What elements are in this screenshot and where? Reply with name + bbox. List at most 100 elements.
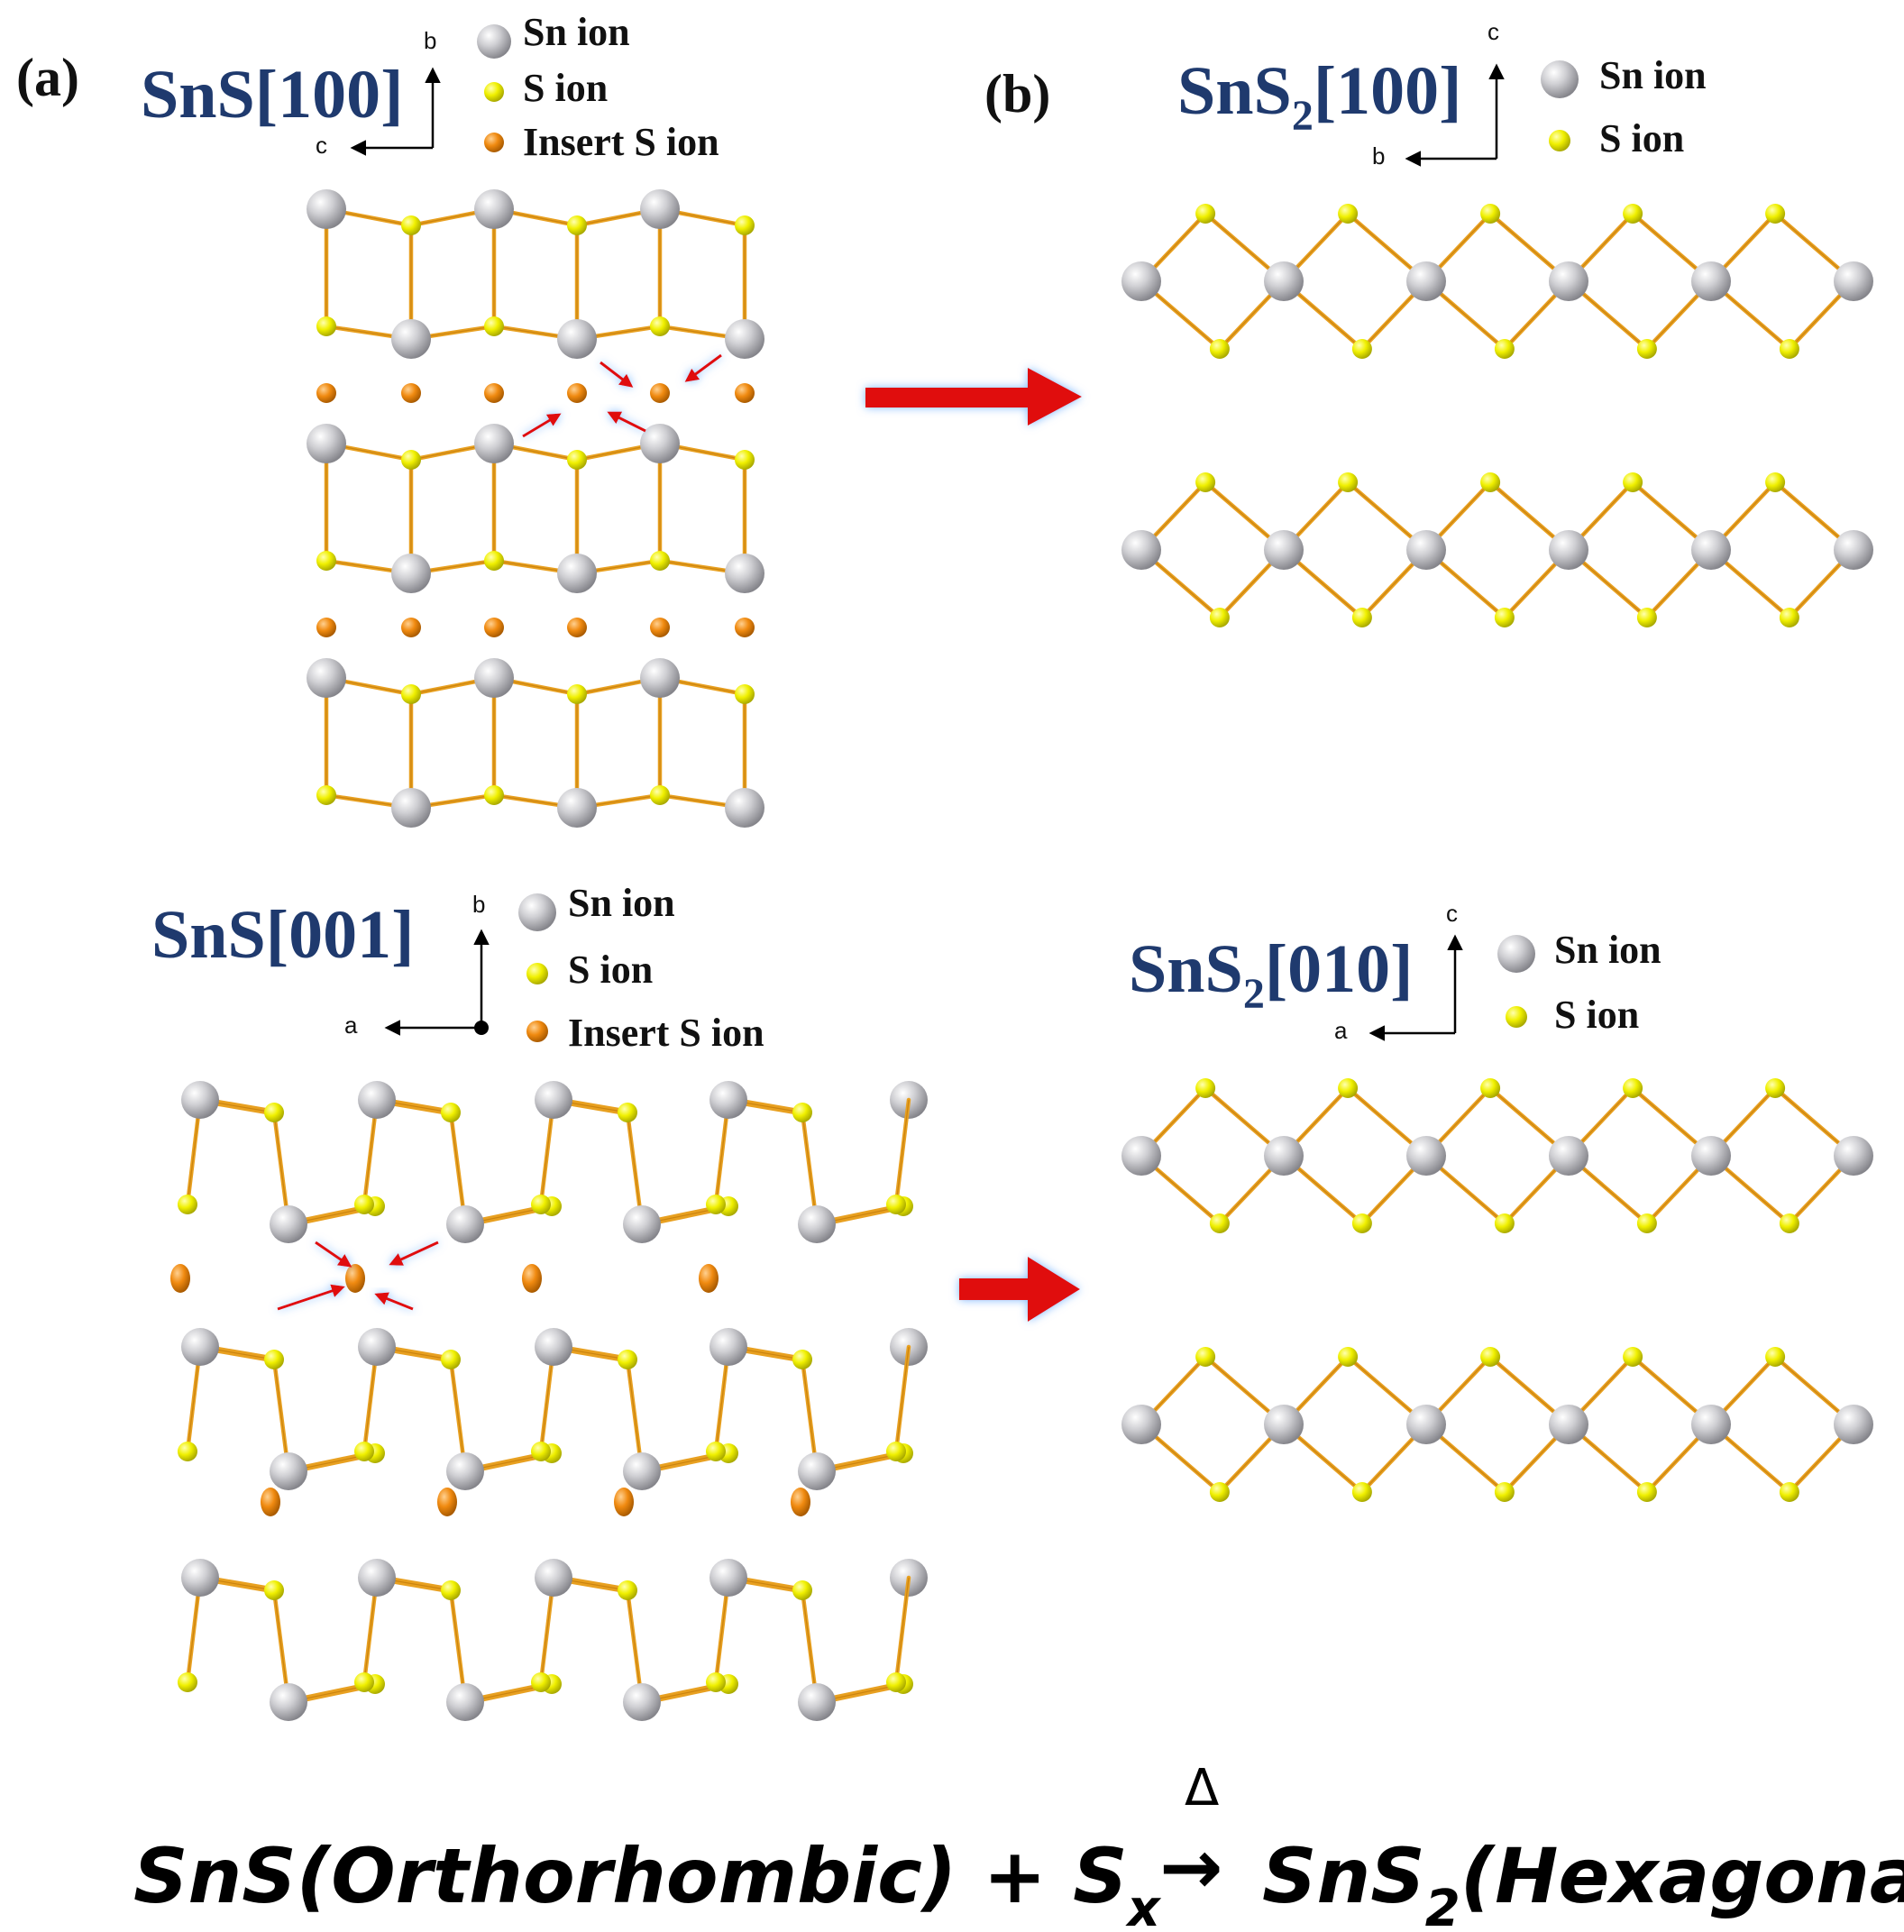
s-atom: [484, 316, 504, 336]
sn-atom: [1264, 530, 1304, 570]
panel-label-a: (a): [16, 48, 79, 107]
legend-s-label: S ion: [1599, 116, 1684, 160]
s-atom: [1623, 472, 1643, 492]
sn-atom: [1406, 1405, 1446, 1444]
s-atom: [531, 1672, 551, 1692]
insert-s-atom: [170, 1264, 190, 1293]
s-atom: [1480, 1078, 1501, 1098]
sn-atom: [181, 1328, 219, 1366]
sn-atom: [1834, 261, 1873, 301]
s-atom: [1494, 1213, 1515, 1233]
s-atom: [792, 1350, 812, 1369]
s-atom: [618, 1350, 637, 1369]
sn-atom: [1691, 530, 1731, 570]
axis-label-c: c: [1446, 900, 1458, 927]
legend-s-swatch: [1506, 1006, 1527, 1028]
migration-arrow-line: [600, 361, 634, 388]
s-atom: [706, 1672, 726, 1692]
sn-atom: [391, 319, 431, 359]
sn-atom: [358, 1081, 396, 1119]
s-atom: [1480, 472, 1501, 492]
legend-sn-label: Sn ion: [568, 881, 675, 925]
s-atom: [1765, 204, 1786, 224]
axis-triad-sns-001: b a: [344, 891, 490, 1039]
s-atom: [316, 785, 336, 805]
sn-atom: [1691, 1405, 1731, 1444]
legend-s-swatch: [526, 963, 548, 984]
migration-arrow-line: [389, 1241, 439, 1266]
sn-atom: [1121, 1405, 1161, 1444]
sns-100-header: SnS[100] b c Sn ion S ion Insert S ion: [141, 10, 719, 164]
s-atom: [1623, 1078, 1643, 1098]
sn-atom: [557, 788, 597, 828]
sn-atom: [270, 1452, 307, 1490]
sns-100-title: SnS[100]: [141, 57, 403, 133]
panel-label-b: (b): [984, 64, 1050, 124]
s-atom: [886, 1442, 906, 1461]
sn-atom: [640, 658, 680, 698]
legend-sn-swatch: [477, 24, 511, 59]
s-atom: [1765, 472, 1786, 492]
axis-triad-sns-100: b c: [316, 27, 441, 159]
sn-atom: [557, 554, 597, 593]
insert-s-atom: [735, 618, 755, 637]
sn-atom: [1549, 530, 1588, 570]
insert-s-atom: [401, 383, 421, 403]
s-atom: [1351, 1213, 1372, 1233]
axis-label-a: a: [1334, 1017, 1348, 1044]
migration-arrow: [600, 361, 634, 388]
sn-atom: [640, 189, 680, 229]
sn-atom: [1406, 530, 1446, 570]
reaction-equation: SnS(Orthorhombic) + Sx Δ → SnS2(Hexagona…: [133, 1759, 1904, 1932]
s-atom: [441, 1580, 461, 1600]
sn-atom: [474, 189, 514, 229]
migration-arrow: [607, 411, 646, 433]
s-atom: [706, 1195, 726, 1214]
legend-sn-label: Sn ion: [523, 10, 630, 54]
s-atom: [401, 684, 421, 704]
insert-s-atom: [567, 618, 587, 637]
s-atom: [1351, 339, 1372, 359]
sn-atom: [1834, 1405, 1873, 1444]
s-atom: [1195, 1078, 1216, 1098]
insert-s-atom: [614, 1488, 634, 1516]
s-atom: [567, 215, 587, 235]
axis-label-a: a: [344, 1012, 358, 1039]
legend-sns-100: Sn ion S ion Insert S ion: [477, 10, 719, 164]
s-atom: [354, 1195, 374, 1214]
s-atom: [735, 450, 755, 470]
axis-triad-sns2-100: c b: [1372, 18, 1505, 169]
sn-atom: [709, 1081, 747, 1119]
insert-s-atom: [735, 383, 755, 403]
transition-arrow-top: [865, 368, 1082, 426]
insert-s-atom: [437, 1488, 457, 1516]
sn-atom: [270, 1683, 307, 1721]
s-atom: [1779, 1482, 1799, 1502]
sn-atom: [181, 1081, 219, 1119]
sn-atom: [1406, 1136, 1446, 1176]
s-atom: [1494, 339, 1515, 359]
s-atom: [735, 215, 755, 235]
s-atom: [1636, 608, 1657, 627]
legend-sns2-010: Sn ion S ion: [1497, 928, 1661, 1037]
s-atom: [567, 684, 587, 704]
equation-rhs: SnS2(Hexagonal): [1262, 1832, 1904, 1932]
s-atom: [1765, 1078, 1786, 1098]
legend-s-label: S ion: [523, 66, 608, 110]
s-atom: [1765, 1347, 1786, 1367]
axis-origin-dot: [474, 1021, 489, 1035]
sn-atom: [1549, 1405, 1588, 1444]
sn-atom: [358, 1559, 396, 1597]
migration-arrow-line: [684, 353, 722, 382]
s-atom: [264, 1350, 284, 1369]
s-atom: [531, 1195, 551, 1214]
legend-sn-swatch: [1497, 935, 1535, 973]
s-atom: [264, 1103, 284, 1122]
s-atom: [650, 316, 670, 336]
s-atom: [792, 1580, 812, 1600]
migration-arrow: [277, 1284, 345, 1311]
insert-s-atom: [650, 383, 670, 403]
s-atom: [484, 551, 504, 571]
s-atom: [531, 1442, 551, 1461]
legend-sn-swatch: [1541, 60, 1579, 98]
